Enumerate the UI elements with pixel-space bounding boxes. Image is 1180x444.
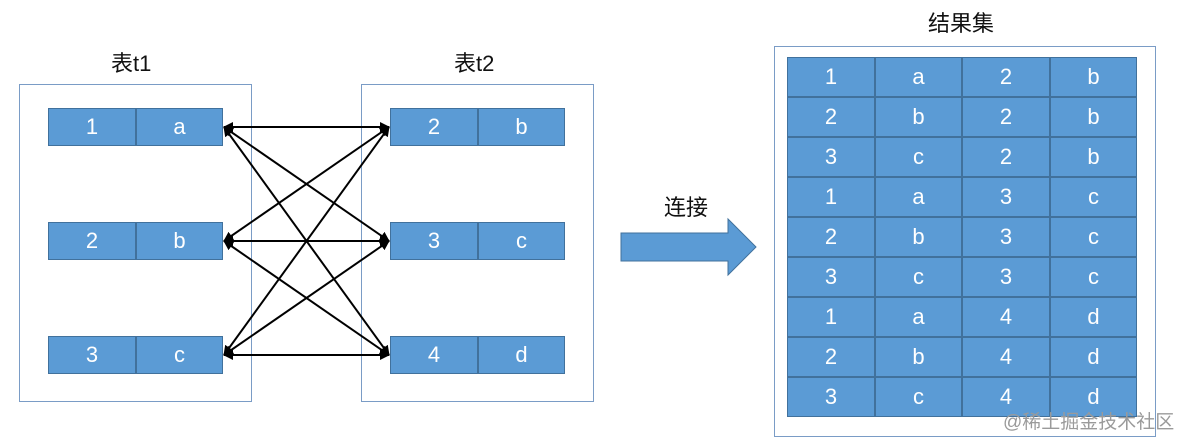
result-cell: d — [1050, 297, 1137, 337]
table2-cell: 4 — [390, 336, 478, 374]
result-cell: b — [875, 217, 962, 257]
result-cell: 3 — [962, 217, 1050, 257]
result-title: 结果集 — [928, 11, 995, 36]
result-cell: a — [875, 177, 962, 217]
result-cell: c — [1050, 177, 1137, 217]
table1-cell: 3 — [48, 336, 136, 374]
result-cell: d — [1050, 377, 1137, 417]
result-cell: 1 — [787, 57, 875, 97]
result-cell: b — [875, 97, 962, 137]
result-cell: c — [1050, 217, 1137, 257]
result-cell: 2 — [787, 337, 875, 377]
result-cell: 3 — [962, 177, 1050, 217]
result-cell: 4 — [962, 377, 1050, 417]
table1-cell: c — [136, 336, 223, 374]
result-cell: b — [1050, 97, 1137, 137]
table1-row: 2 b — [48, 222, 223, 260]
table2-row: 3 c — [390, 222, 565, 260]
result-cell: d — [1050, 337, 1137, 377]
result-cell: b — [1050, 137, 1137, 177]
result-cell: 3 — [787, 137, 875, 177]
result-cell: c — [875, 377, 962, 417]
join-label: 连接 — [664, 195, 709, 220]
result-cell: 2 — [787, 217, 875, 257]
result-cell: 2 — [962, 97, 1050, 137]
result-cell: 3 — [787, 257, 875, 297]
result-cell: c — [1050, 257, 1137, 297]
result-cell: a — [875, 57, 962, 97]
table1-row: 3 c — [48, 336, 223, 374]
table2-title: 表t2 — [454, 51, 495, 76]
table1-cell: 2 — [48, 222, 136, 260]
result-cell: a — [875, 297, 962, 337]
table1-title: 表t1 — [111, 51, 152, 76]
result-cell: 1 — [787, 297, 875, 337]
table2-row: 2 b — [390, 108, 565, 146]
result-cell: b — [875, 337, 962, 377]
result-cell: 2 — [962, 57, 1050, 97]
table1-cell: a — [136, 108, 223, 146]
table2-cell: d — [478, 336, 565, 374]
table2-cell: b — [478, 108, 565, 146]
table1-cell: b — [136, 222, 223, 260]
table1-row: 1 a — [48, 108, 223, 146]
result-cell: b — [1050, 57, 1137, 97]
watermark: @稀土掘金技术社区 — [1003, 412, 1175, 433]
result-cell: 1 — [787, 177, 875, 217]
result-cell: 4 — [962, 337, 1050, 377]
table2-cell: 2 — [390, 108, 478, 146]
result-cell: 3 — [787, 377, 875, 417]
result-cell: 3 — [962, 257, 1050, 297]
table2-row: 4 d — [390, 336, 565, 374]
result-cell: c — [875, 257, 962, 297]
table2-cell: 3 — [390, 222, 478, 260]
table2-cell: c — [478, 222, 565, 260]
table1-cell: 1 — [48, 108, 136, 146]
connection-line — [223, 240, 390, 356]
result-cell: c — [875, 137, 962, 177]
result-cell: 2 — [787, 97, 875, 137]
join-arrow — [620, 217, 757, 277]
result-cell: 4 — [962, 297, 1050, 337]
result-cell: 2 — [962, 137, 1050, 177]
